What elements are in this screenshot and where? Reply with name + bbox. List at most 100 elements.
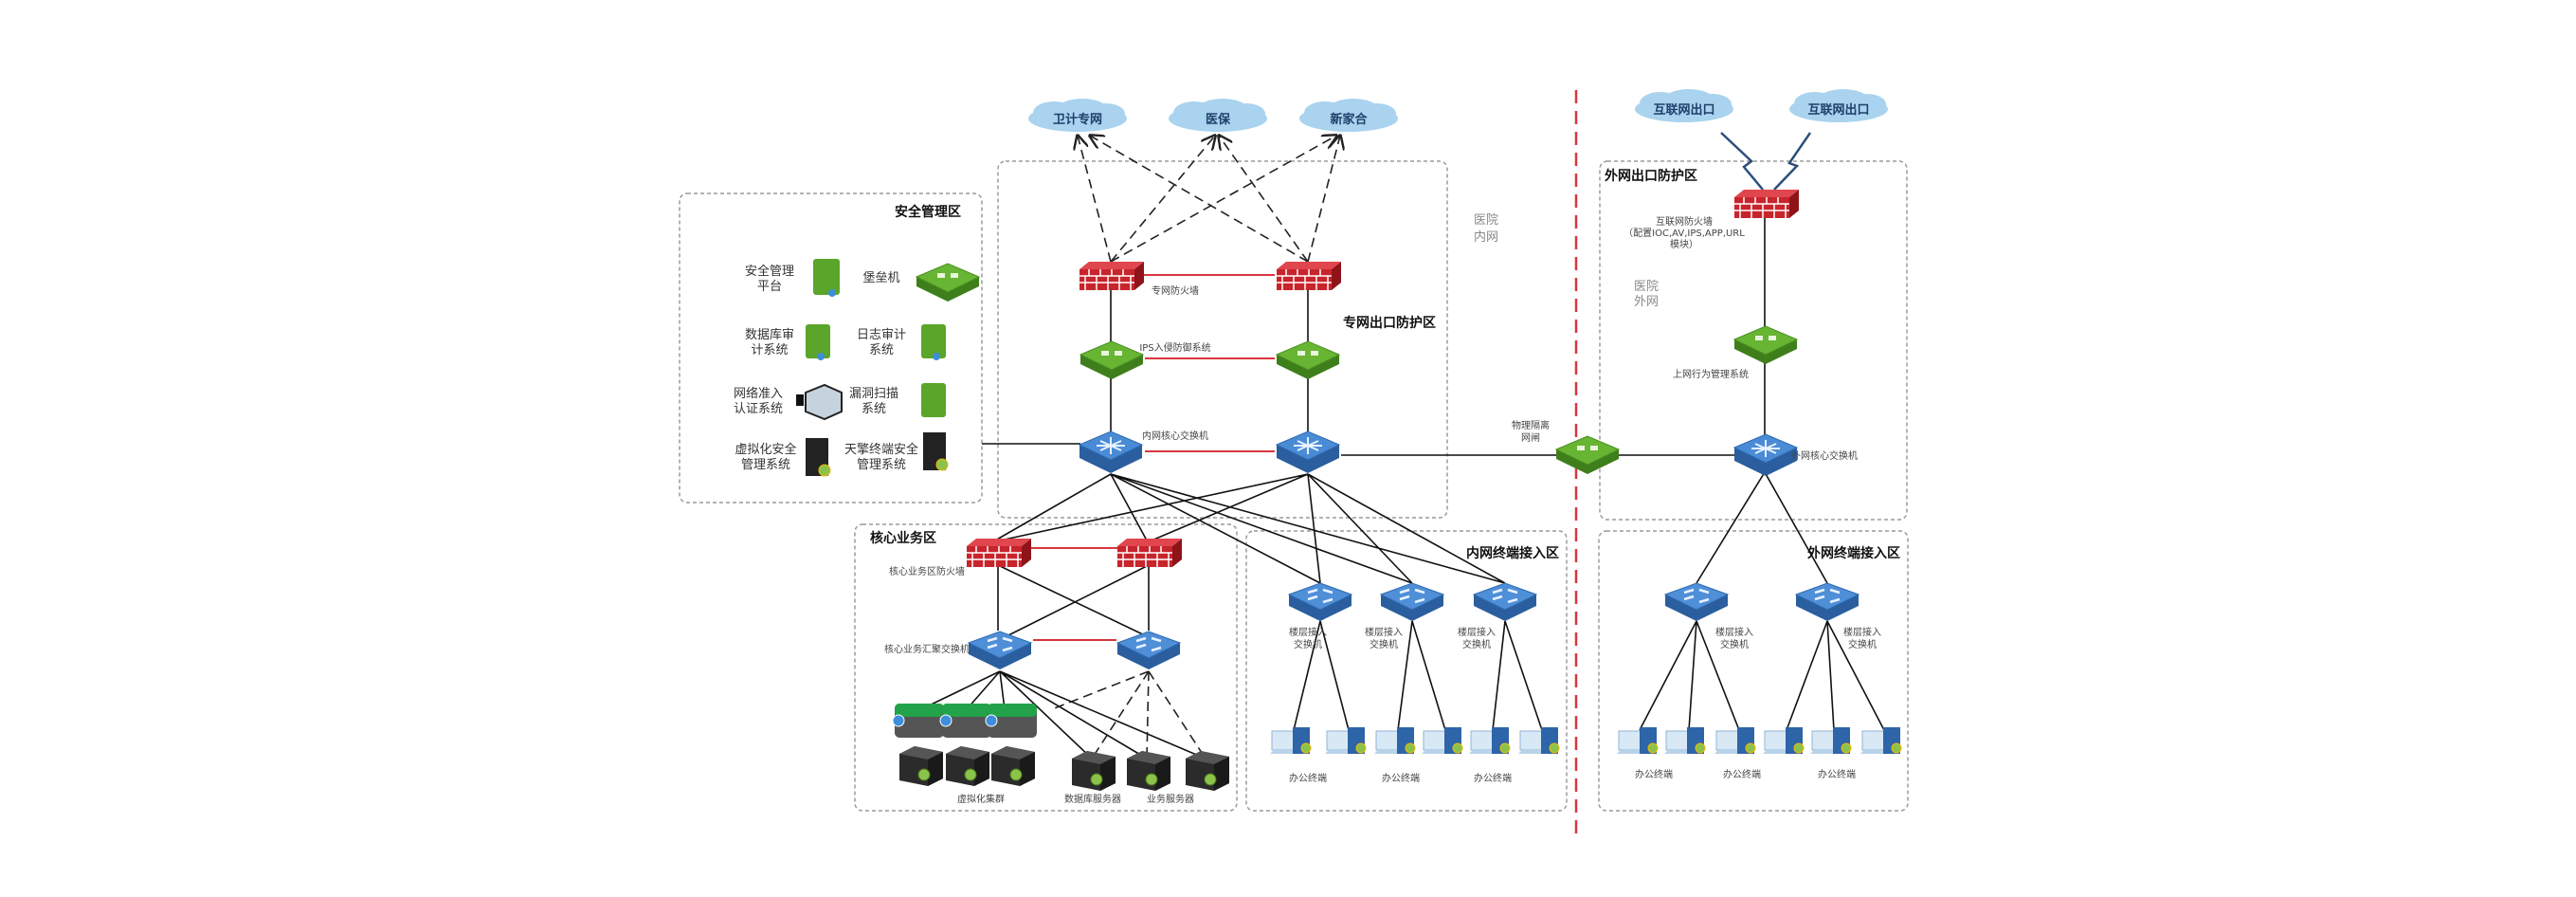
security-item-vuln-scan[interactable]: 漏洞扫描 系统 [849,383,946,417]
office-terminal[interactable] [1468,726,1511,755]
vcluster-label: 虚拟化集群 [957,793,1005,805]
dashed-link [1090,136,1309,263]
security-item-db-audit[interactable]: 数据库审 计系统 [745,324,830,360]
office-terminal[interactable] [1859,726,1902,755]
floor-switch-label: 楼层接入 [1289,626,1327,638]
dashed-link [1110,136,1215,263]
security-item-virt-security[interactable]: 虚拟化安全 管理系统 [735,438,831,477]
virtual-host-1[interactable] [892,703,945,739]
core-agg-switch-2[interactable] [1116,630,1182,671]
office-terminal[interactable] [1762,726,1805,755]
office-terminal[interactable] [1616,726,1659,755]
log-audit-icon [921,324,946,360]
svg-text:互联网出口: 互联网出口 [1653,102,1714,118]
office-terminal-label: 办公终端 [1635,768,1673,780]
db-server[interactable] [1071,750,1116,792]
security-item-bastion[interactable]: 堡垒机 [862,263,980,302]
svg-text:数据库审: 数据库审 [745,327,794,342]
outer-floor-switch-1[interactable] [1663,581,1730,623]
dashed-link [1078,136,1112,263]
office-terminal[interactable] [1421,726,1463,755]
core-agg-switch-1[interactable] [967,630,1033,671]
gatekeeper-device[interactable] [1555,435,1620,475]
svg-text:管理系统: 管理系统 [741,458,790,472]
outer-network-label: 医院 [1634,280,1659,294]
outer-core-switch[interactable] [1733,433,1798,477]
core-business-firewall-2[interactable] [1116,538,1183,568]
core-business-firewall-1[interactable] [966,538,1032,568]
office-terminal[interactable] [1373,726,1416,755]
core-agg-switch-label: 核心业务汇聚交换机 [884,643,970,655]
biz-server-1[interactable] [1126,750,1171,792]
links [920,132,1885,760]
biz-server-2[interactable] [1185,750,1230,792]
behavior-mgmt-label: 上网行为管理系统 [1673,368,1749,380]
zone-private-exit [997,160,1448,519]
cluster-server-1[interactable] [898,745,944,787]
inner-floor-switch-2[interactable] [1379,581,1445,623]
floor-switch-label: 交换机 [1848,638,1877,650]
db-server-label: 数据库服务器 [1064,793,1121,805]
office-terminal[interactable] [1714,726,1756,755]
floor-switch-label: 交换机 [1462,638,1491,650]
server-dashed-links [1051,670,1206,760]
floor-switch-label: 交换机 [1294,638,1322,650]
cloud-internet-2: 互联网出口 [1789,89,1888,122]
server-icon [806,438,831,477]
office-terminal[interactable] [1663,726,1706,755]
vuln-scan-icon [921,383,946,417]
ips-device-1[interactable] [1079,340,1144,380]
office-terminal-label: 办公终端 [1723,768,1761,780]
outer-network-label: 外网 [1634,295,1659,309]
security-item-log-audit[interactable]: 日志审计 系统 [857,324,946,360]
db-audit-icon [806,324,830,360]
svg-text:虚拟化安全: 虚拟化安全 [735,442,796,457]
bastion-host-icon [916,263,980,302]
zone-title-security-mgmt: 安全管理区 [895,204,961,220]
cloud-wjzw: 卫计专网 [1028,99,1127,132]
nac-icon [795,384,843,420]
security-item-tianqing[interactable]: 天擎终端安全 管理系统 [844,432,949,472]
security-item-platform[interactable]: 安全管理 平台 [745,259,840,297]
inner-core-switch-1[interactable] [1079,430,1143,474]
floor-switch-label: 楼层接入 [1843,626,1881,638]
security-platform-icon [813,259,840,297]
wan-lightning-links [1720,132,1812,191]
svg-text:认证系统: 认证系统 [734,402,783,416]
private-firewall-2[interactable] [1276,261,1342,291]
server-icon [923,432,949,471]
floor-switch-label: 交换机 [1370,638,1398,650]
outer-core-links [1696,471,1828,584]
private-firewall-1[interactable] [1079,261,1145,291]
outer-terminal-links [1639,620,1885,731]
cluster-server-2[interactable] [945,745,990,787]
internet-firewall[interactable] [1733,189,1800,219]
dashed-link [1307,136,1340,263]
security-item-nac[interactable]: 网络准入 认证系统 [734,384,843,420]
internet-firewall-label: （配置IOC,AV,IPS,APP,URL [1624,228,1745,239]
svg-text:漏洞扫描: 漏洞扫描 [849,386,898,401]
ips-device-2[interactable] [1276,340,1340,380]
inner-floor-switch-1[interactable] [1287,581,1353,623]
cloud-yb: 医保 [1169,99,1267,132]
svg-text:计系统: 计系统 [751,343,788,357]
virtual-host-3[interactable] [985,703,1038,739]
office-terminal[interactable] [1809,726,1852,755]
inner-floor-switch-3[interactable] [1472,581,1538,623]
office-terminal-label: 办公终端 [1382,772,1420,784]
virtual-host-2[interactable] [939,703,992,739]
dashed-link [1110,136,1336,263]
behavior-mgmt-device[interactable] [1733,325,1798,365]
floor-switch-label: 楼层接入 [1365,626,1403,638]
office-terminal[interactable] [1269,726,1312,755]
gatekeeper-label: 网闸 [1521,431,1540,444]
biz-server-label: 业务服务器 [1147,793,1194,805]
inner-core-switch-2[interactable] [1276,430,1340,474]
zone-title-core-business: 核心业务区 [870,530,936,546]
outer-floor-switch-2[interactable] [1794,581,1860,623]
office-terminal[interactable] [1324,726,1367,755]
cluster-server-3[interactable] [990,745,1036,787]
svg-text:平台: 平台 [757,280,782,294]
office-terminal[interactable] [1517,726,1560,755]
